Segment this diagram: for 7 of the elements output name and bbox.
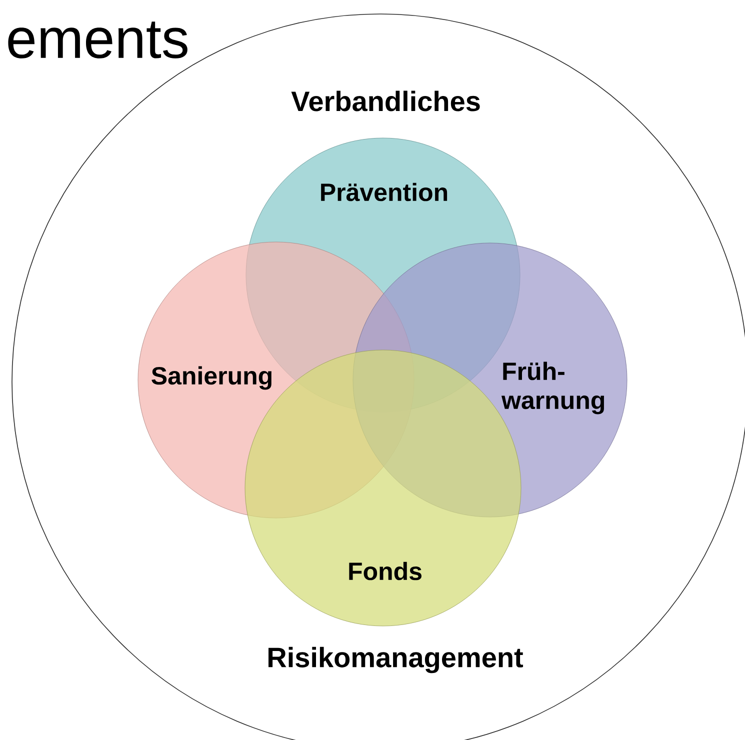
circle-label: Risikomanagement bbox=[268, 646, 524, 674]
circle-label: Fonds bbox=[349, 562, 422, 580]
circle-label: Prävention bbox=[321, 182, 448, 202]
circle-label: Früh- warnung bbox=[501, 362, 604, 414]
title-text: ements bbox=[8, 22, 188, 58]
circle-label: Verbandliches bbox=[291, 90, 480, 112]
circle-label: Sanierung bbox=[152, 366, 272, 390]
